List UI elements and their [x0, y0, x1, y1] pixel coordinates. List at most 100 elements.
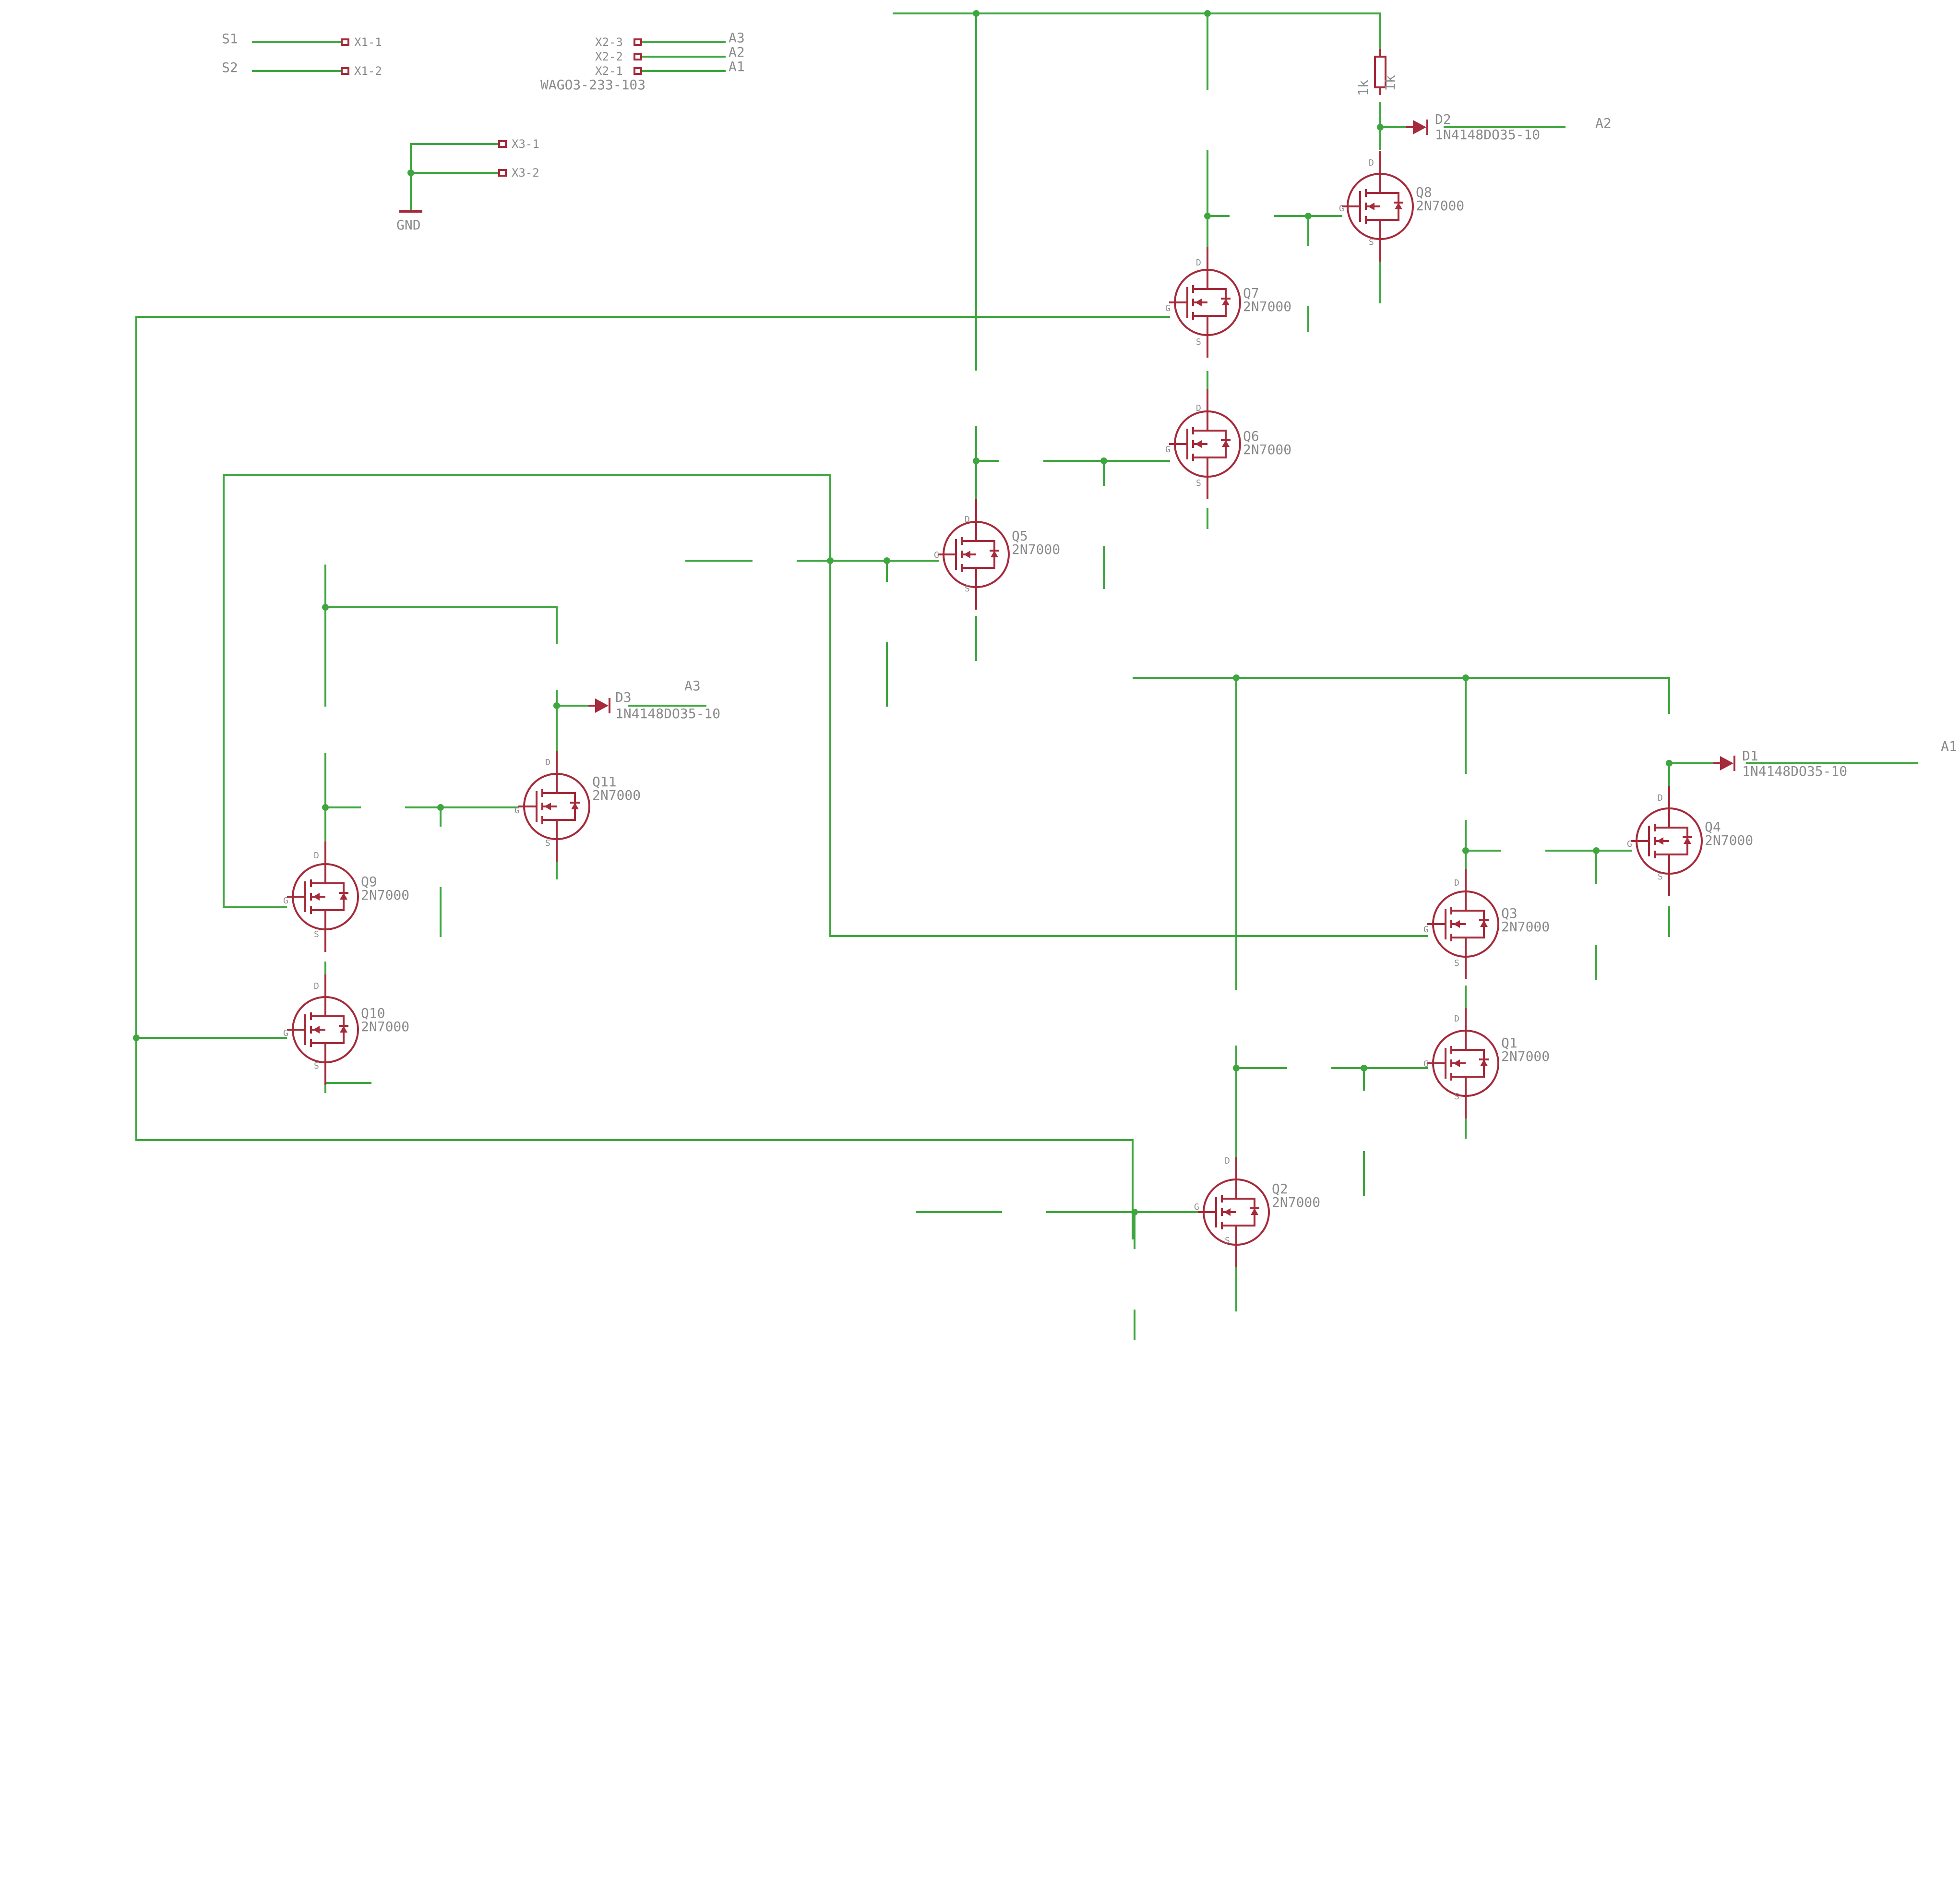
- ref-label: Q2: [1272, 1181, 1288, 1197]
- net-label: A3: [729, 30, 745, 46]
- transistor-q3: Q3 2N7000 D G S: [1423, 868, 1550, 980]
- pin-label: X1-2: [354, 64, 382, 78]
- pin-label: D: [314, 981, 319, 991]
- ref-label: Q7: [1243, 285, 1259, 301]
- wires-s2-stage: [135, 12, 1566, 1239]
- transistor-q5: Q5 2N7000 D G S: [934, 498, 1060, 611]
- ref-label: Q9: [361, 874, 377, 890]
- value-label: 2N7000: [1501, 919, 1550, 935]
- pin-label: D: [965, 515, 970, 525]
- pin-label: D: [1454, 878, 1459, 888]
- junctions-s1: [1131, 674, 1673, 1215]
- ref-label: Q4: [1705, 819, 1721, 835]
- net-label: S2: [222, 60, 238, 75]
- value-label: 2N7000: [1243, 299, 1291, 314]
- value-label: 1N4148DO35-10: [1435, 127, 1540, 143]
- transistor-q8: Q8 2N7000 D G S: [1339, 150, 1464, 263]
- ref-label: 1k: [1355, 80, 1371, 96]
- pin-label: G: [283, 1028, 288, 1038]
- pin-label: D: [1454, 1014, 1459, 1024]
- ref-label: D1: [1742, 748, 1758, 764]
- pin-label: S: [1454, 958, 1459, 968]
- pin-label: G: [1627, 839, 1632, 849]
- value-label: 2N7000: [1012, 541, 1060, 557]
- wires-s1-stage: [829, 560, 1918, 1340]
- pin-label: D: [1196, 258, 1201, 268]
- wires-sm-stage: [135, 565, 706, 1093]
- net-label: A1: [729, 59, 745, 74]
- transistor-q7: Q7 2N7000 D G S: [1165, 246, 1291, 359]
- pin-label: D: [314, 851, 319, 861]
- net-label: S1: [222, 31, 238, 47]
- ref-label: Q10: [361, 1005, 385, 1021]
- pin-label: G: [934, 550, 939, 560]
- pin-label: S: [1196, 478, 1201, 488]
- pin-label: S: [1454, 1092, 1459, 1102]
- pin-label: X3-2: [512, 166, 539, 180]
- transistor-q10: Q10 2N7000 D G S: [283, 974, 409, 1086]
- value-label: 2N7000: [1416, 198, 1464, 214]
- pin-label: S: [1196, 337, 1201, 347]
- pin-label: G: [1194, 1202, 1199, 1212]
- pin-label: G: [1165, 303, 1171, 313]
- ref-label: Q11: [592, 774, 617, 790]
- net-label: A3: [684, 678, 701, 694]
- ref-label: Q8: [1416, 184, 1432, 200]
- pin-label: S: [314, 929, 319, 939]
- transistor-q6: Q6 2N7000 D G S: [1165, 388, 1291, 500]
- pin-label: D: [1225, 1156, 1230, 1166]
- pin-label: G: [1339, 204, 1344, 214]
- pin-label: X2-1: [595, 64, 623, 78]
- diode-d3: D3 1N4148DO35-10 A3: [587, 678, 720, 722]
- net-label: GND: [396, 217, 421, 233]
- value-label: 2N7000: [361, 887, 409, 903]
- pin-label: G: [514, 806, 520, 816]
- connector-x3: X3-1 X3-2 GND: [396, 137, 539, 233]
- diode-d1: D1 1N4148DO35-10 A1: [1712, 738, 1957, 779]
- junctions-sm: [133, 604, 560, 1041]
- pin-label: S: [965, 584, 970, 594]
- pin-label: S: [545, 838, 550, 848]
- resistor-r21: 1k 1k: [1355, 48, 1398, 96]
- pin-label: G: [1423, 925, 1429, 935]
- pin-label: S: [1225, 1236, 1230, 1246]
- pin-label: X3-1: [512, 137, 539, 151]
- pin-label: D: [1196, 403, 1201, 413]
- pin-label: X2-3: [595, 36, 623, 49]
- pin-label: S: [1658, 872, 1663, 882]
- value-label: 1N4148DO35-10: [615, 706, 720, 722]
- ref-label: Q1: [1501, 1035, 1518, 1051]
- pin-label: D: [1658, 793, 1663, 803]
- pin-label: G: [1165, 445, 1171, 455]
- pin-label: G: [1423, 1059, 1429, 1069]
- value-label: 1N4148DO35-10: [1742, 763, 1847, 779]
- connector-value: WAGO3-233-103: [540, 77, 645, 93]
- ref-label: Q3: [1501, 905, 1518, 921]
- pin-label: S: [1369, 237, 1374, 247]
- pin-label: X2-2: [595, 50, 623, 63]
- ref-label: Q5: [1012, 528, 1028, 544]
- value-label: 2N7000: [592, 787, 641, 803]
- value-label: 2N7000: [1272, 1194, 1320, 1210]
- pin-label: G: [283, 896, 288, 906]
- transistor-q4: Q4 2N7000 D G S: [1627, 785, 1753, 897]
- connector-x2: X2-3 X2-2 X2-1 A3 A2 A1 WAGO3-233-103: [540, 30, 745, 93]
- value-label: 2N7000: [361, 1019, 409, 1034]
- ref-label: D2: [1435, 111, 1451, 127]
- pin-label: D: [545, 758, 550, 768]
- value-label: 2N7000: [1705, 832, 1753, 848]
- pin-label: D: [1369, 158, 1374, 168]
- value-label: 2N7000: [1501, 1048, 1550, 1064]
- connector-x1: S1 S2 X1-1 X1-2: [222, 31, 382, 78]
- value-label: 1k: [1382, 75, 1398, 91]
- transistor-q2: Q2 2N7000 D G S: [1194, 1156, 1320, 1268]
- value-label: 2N7000: [1243, 442, 1291, 457]
- pin-label: S: [314, 1061, 319, 1071]
- junctions-s2: [827, 10, 1384, 564]
- transistor-q1: Q1 2N7000 D G S: [1423, 1007, 1550, 1119]
- transistor-q9: Q9 2N7000 D G S: [283, 841, 409, 953]
- ref-label: D3: [615, 689, 632, 705]
- diode-d2: D2 1N4148DO35-10 A2: [1405, 111, 1612, 143]
- transistor-q11: Q11 2N7000 D G S: [514, 750, 641, 863]
